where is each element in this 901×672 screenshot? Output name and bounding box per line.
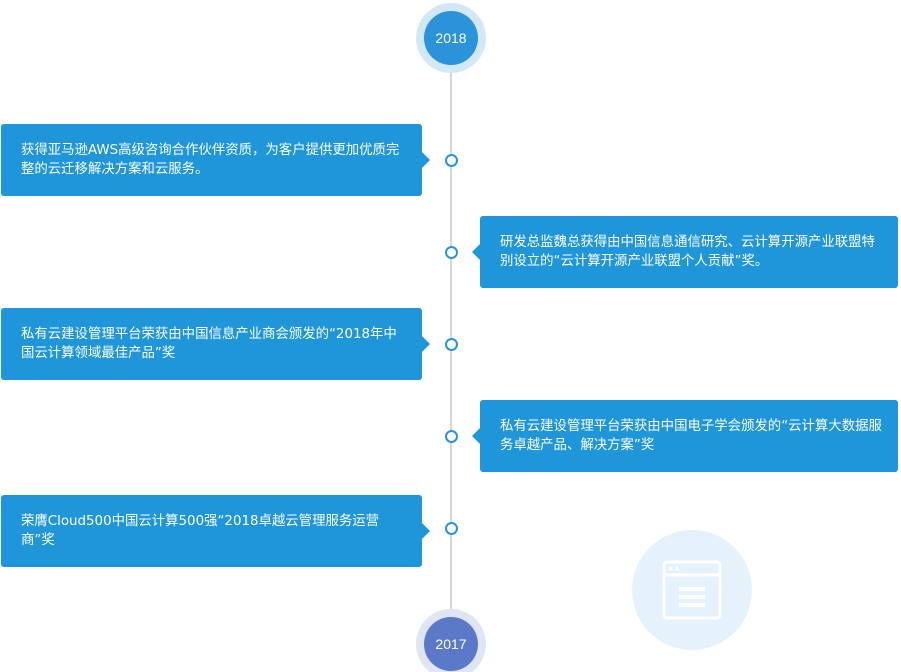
browser-window-icon <box>662 560 722 620</box>
event-text: 荣膺Cloud500中国云计算500强“2018卓越云管理服务运营商”奖 <box>21 514 380 548</box>
timeline-node[interactable] <box>445 246 458 259</box>
event-text: 私有云建设管理平台荣获由中国信息产业商会颁发的“2018年中国云计算领域最佳产品… <box>21 327 397 361</box>
year-label: 2018 <box>435 30 467 46</box>
timeline-event: 私有云建设管理平台荣获由中国信息产业商会颁发的“2018年中国云计算领域最佳产品… <box>1 308 430 380</box>
timeline-event: 获得亚马逊AWS高级咨询合作伙伴资质，为客户提供更加优质完整的云迁移解决方案和云… <box>1 124 430 196</box>
year-badge-2017[interactable]: 2017 <box>424 617 478 671</box>
event-text: 研发总监魏总获得由中国信息通信研究、云计算开源产业联盟特别设立的“云计算开源产业… <box>500 235 875 269</box>
year-badge-2018[interactable]: 2018 <box>424 11 478 65</box>
timeline-node[interactable] <box>445 522 458 535</box>
timeline-event: 私有云建设管理平台荣获由中国电子学会颁发的“云计算大数据服务卓越产品、解决方案”… <box>472 400 898 472</box>
decoration-circle <box>632 530 752 650</box>
timeline-event: 荣膺Cloud500中国云计算500强“2018卓越云管理服务运营商”奖 <box>1 495 430 567</box>
event-text: 私有云建设管理平台荣获由中国电子学会颁发的“云计算大数据服务卓越产品、解决方案”… <box>500 419 882 453</box>
event-text: 获得亚马逊AWS高级咨询合作伙伴资质，为客户提供更加优质完整的云迁移解决方案和云… <box>21 143 400 177</box>
year-label: 2017 <box>435 636 467 652</box>
timeline-event: 研发总监魏总获得由中国信息通信研究、云计算开源产业联盟特别设立的“云计算开源产业… <box>472 216 898 288</box>
timeline-node[interactable] <box>445 430 458 443</box>
timeline-node[interactable] <box>445 154 458 167</box>
timeline-node[interactable] <box>445 338 458 351</box>
